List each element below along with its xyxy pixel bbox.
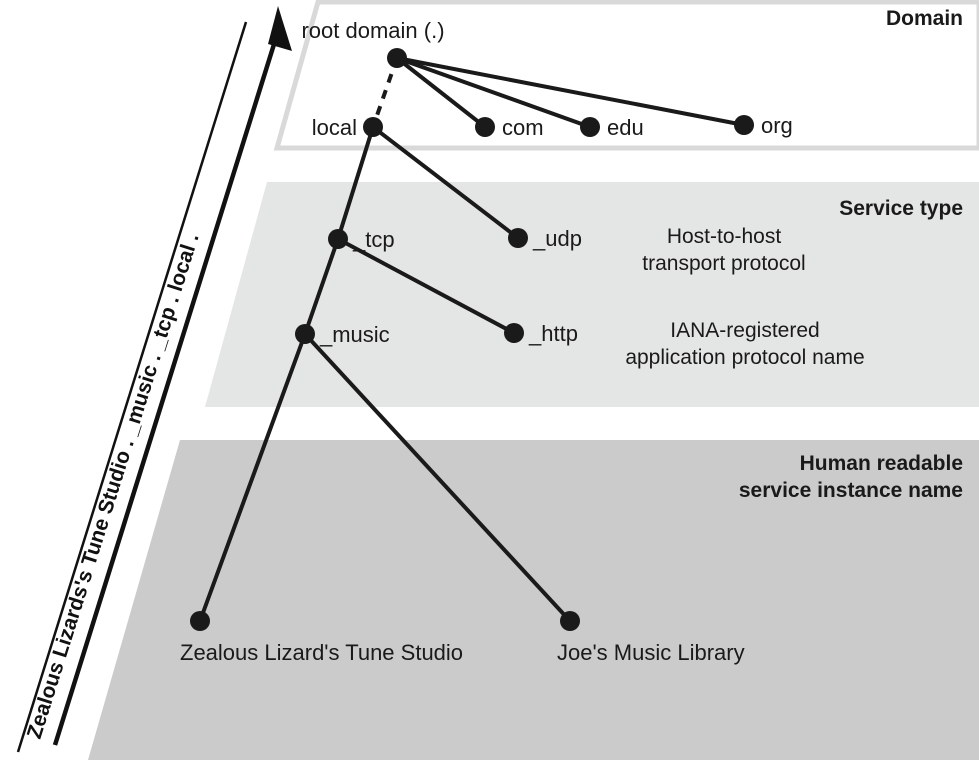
- node-label-tcp: _tcp: [352, 227, 395, 252]
- band-domain-shape: [273, 0, 979, 151]
- band-human-readable-shape: [88, 440, 979, 760]
- node-label-joes: Joe's Music Library: [557, 640, 745, 665]
- band-label-service-type: Service type: [839, 197, 963, 220]
- band-label-domain: Domain: [886, 7, 963, 30]
- band-label-human-readable-line1: Human readable: [800, 452, 963, 475]
- description-application-line2: application protocol name: [625, 346, 864, 369]
- edge-root-com: [395, 56, 487, 129]
- axis-rule-line: [16, 21, 248, 753]
- edge-tcp-http: [336, 237, 516, 335]
- edge-music-zealous: [198, 332, 307, 623]
- node-label-local: local: [312, 115, 357, 140]
- node-zealous[interactable]: [190, 611, 210, 631]
- description-transport-protocol: Host-to-host transport protocol: [642, 225, 805, 275]
- description-transport-line1: Host-to-host: [667, 225, 782, 248]
- node-com[interactable]: [475, 117, 495, 137]
- node-music[interactable]: [295, 324, 315, 344]
- node-joes[interactable]: [560, 611, 580, 631]
- node-udp[interactable]: [508, 228, 528, 248]
- node-label-udp: _udp: [532, 226, 582, 251]
- edge-tcp-music: [303, 237, 340, 336]
- node-label-http: _http: [528, 321, 578, 346]
- description-transport-line2: transport protocol: [642, 252, 805, 275]
- tree-edges: [198, 56, 746, 623]
- band-label-human-readable: Human readable service instance name: [739, 452, 963, 502]
- node-org[interactable]: [734, 115, 754, 135]
- description-application-line1: IANA-registered: [670, 319, 819, 342]
- tree-node-labels: root domain (.) local com edu org _tcp _…: [180, 18, 793, 665]
- node-root[interactable]: [387, 48, 407, 68]
- description-application-protocol: IANA-registered application protocol nam…: [625, 319, 864, 369]
- edge-root-org: [395, 56, 746, 127]
- edge-local-tcp: [336, 125, 375, 241]
- node-label-root: root domain (.): [301, 18, 444, 43]
- node-label-zealous: Zealous Lizard's Tune Studio: [180, 640, 463, 665]
- band-service-type-shape: [205, 182, 979, 407]
- node-label-edu: edu: [607, 115, 644, 140]
- edge-local-udp: [371, 125, 520, 240]
- edge-root-local: [371, 57, 399, 128]
- node-tcp[interactable]: [328, 229, 348, 249]
- node-edu[interactable]: [580, 117, 600, 137]
- axis-arrow: [52, 6, 292, 746]
- node-label-org: org: [761, 113, 793, 138]
- node-http[interactable]: [504, 323, 524, 343]
- edge-music-joes: [303, 332, 572, 623]
- node-label-com: com: [502, 115, 544, 140]
- tree-nodes: [190, 48, 754, 631]
- band-label-human-readable-line2: service instance name: [739, 479, 963, 502]
- edge-root-edu: [395, 56, 592, 129]
- node-local[interactable]: [363, 117, 383, 137]
- node-label-music: _music: [319, 322, 390, 347]
